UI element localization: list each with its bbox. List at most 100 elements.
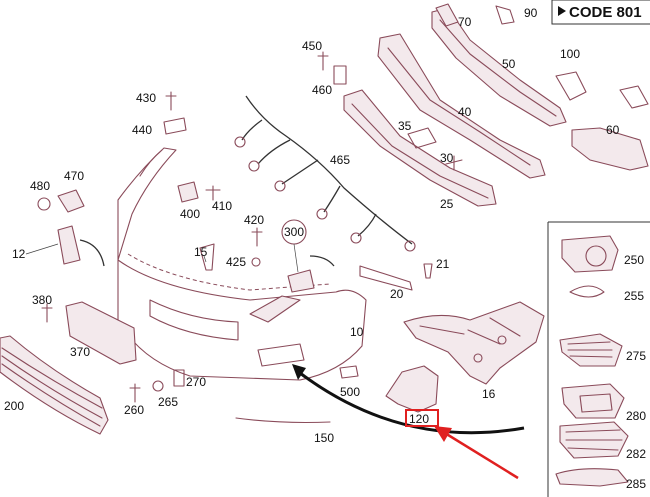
part-300-camera xyxy=(287,269,315,293)
callout-250: 250 xyxy=(624,253,644,267)
part-265-washer xyxy=(152,380,164,392)
part-120-air-guide xyxy=(385,365,439,413)
part-270-clip xyxy=(173,369,185,387)
harness-branch-5 xyxy=(357,213,377,237)
highlight-arrow-line xyxy=(439,428,519,480)
connector-2 xyxy=(248,160,260,172)
callout-270: 270 xyxy=(186,375,206,389)
callout-280: 280 xyxy=(626,409,646,423)
connector-4 xyxy=(316,208,328,220)
part-255-clip xyxy=(569,285,605,298)
part-50-crossmember xyxy=(431,7,567,127)
callout-21: 21 xyxy=(436,257,450,271)
part-282-bezel-slats xyxy=(565,429,623,451)
part-12-cable xyxy=(79,239,105,267)
part-280-bezel xyxy=(561,383,625,419)
part-280-bezel-opening xyxy=(579,393,613,413)
part-440-clip xyxy=(163,117,187,135)
harness-branch-2 xyxy=(257,139,291,165)
callout-285: 285 xyxy=(626,477,646,491)
callout-12: 12 xyxy=(12,247,26,261)
callout-150: 150 xyxy=(314,431,334,445)
callout-400: 400 xyxy=(180,207,200,221)
leader-15 xyxy=(203,255,207,263)
callout-120: 120 xyxy=(409,412,429,426)
bumper-cover-crease xyxy=(127,253,331,291)
connector-1 xyxy=(234,136,246,148)
connector-5 xyxy=(350,232,362,244)
callout-50: 50 xyxy=(502,57,516,71)
part-50-crossmember-edge xyxy=(439,19,557,117)
part-25-support-rail-edge xyxy=(351,103,489,199)
harness-branch-3 xyxy=(281,159,319,185)
part-450-screw xyxy=(317,51,329,71)
part-400-sensor xyxy=(177,181,199,203)
callout-260: 260 xyxy=(124,403,144,417)
callout-200: 200 xyxy=(4,399,24,413)
callout-282: 282 xyxy=(626,447,646,461)
callout-20: 20 xyxy=(390,287,404,301)
part-70-bracket xyxy=(435,3,459,27)
callout-430: 430 xyxy=(136,91,156,105)
side-bracket-hole-1 xyxy=(473,353,483,363)
callout-425: 425 xyxy=(226,255,246,269)
part-35-bracket xyxy=(407,127,437,149)
part-370-plate-holder xyxy=(65,301,137,365)
callout-90: 90 xyxy=(524,6,538,20)
part-21-plug xyxy=(423,263,433,279)
option-code: CODE 801 xyxy=(569,4,642,21)
variants-panel xyxy=(547,221,650,497)
variants-panel-frame xyxy=(547,221,650,497)
part-25-support-rail xyxy=(343,89,497,207)
part-40-impact-absorber xyxy=(377,33,546,179)
bumper-lower-vent xyxy=(149,299,239,341)
part-260-screw xyxy=(129,383,141,403)
part-460-nut xyxy=(333,65,347,85)
callout-440: 440 xyxy=(132,123,152,137)
bumper-reinforcements xyxy=(377,3,649,179)
part-430-screw xyxy=(165,91,177,111)
callout-60: 60 xyxy=(606,123,620,137)
side-bracket-ribs xyxy=(419,317,521,345)
side-bracket-outline xyxy=(403,301,545,385)
part-100-holder-right xyxy=(619,85,649,109)
part-60-bracket xyxy=(571,127,649,171)
callout-500: 500 xyxy=(340,385,360,399)
callout-15: 15 xyxy=(194,245,208,259)
callout-420: 420 xyxy=(244,213,264,227)
part-12-cover-cap xyxy=(57,225,81,265)
connector-3 xyxy=(274,180,286,192)
part-285-trim-strip xyxy=(555,468,629,487)
callout-265: 265 xyxy=(158,395,178,409)
part-300-cable xyxy=(309,255,335,267)
bumper-plate-mount xyxy=(249,295,301,323)
callout-380: 380 xyxy=(32,293,52,307)
side-bracket-hole-2 xyxy=(497,335,507,345)
callout-16: 16 xyxy=(482,387,496,401)
bumper-cover-outline xyxy=(117,147,367,381)
part-420-screw xyxy=(251,227,263,247)
connector-6 xyxy=(404,240,416,252)
part-90-clip xyxy=(495,5,515,25)
lower-grille-slats xyxy=(1,347,103,427)
part-250-fog-lamp-ring xyxy=(585,245,607,267)
callout-410: 410 xyxy=(212,199,232,213)
leader-12 xyxy=(25,243,59,255)
part-275-grille-slats xyxy=(567,341,613,358)
callout-465: 465 xyxy=(330,153,350,167)
lower-grille-outline xyxy=(0,335,109,435)
option-code-box: CODE 801 xyxy=(551,0,650,25)
part-15-clip xyxy=(199,243,215,271)
harness-main-cable xyxy=(245,95,413,245)
part-150-trim-line xyxy=(235,417,331,424)
part-480-grommet xyxy=(37,197,51,211)
part-425-washer xyxy=(251,257,261,267)
part-10-bumper-cover xyxy=(117,147,367,381)
bumper-fog-opening xyxy=(257,343,305,367)
part-470-sensor xyxy=(57,189,85,213)
callout-450: 450 xyxy=(302,39,322,53)
callout-300: 300 xyxy=(284,225,304,239)
callout-460: 460 xyxy=(312,83,332,97)
